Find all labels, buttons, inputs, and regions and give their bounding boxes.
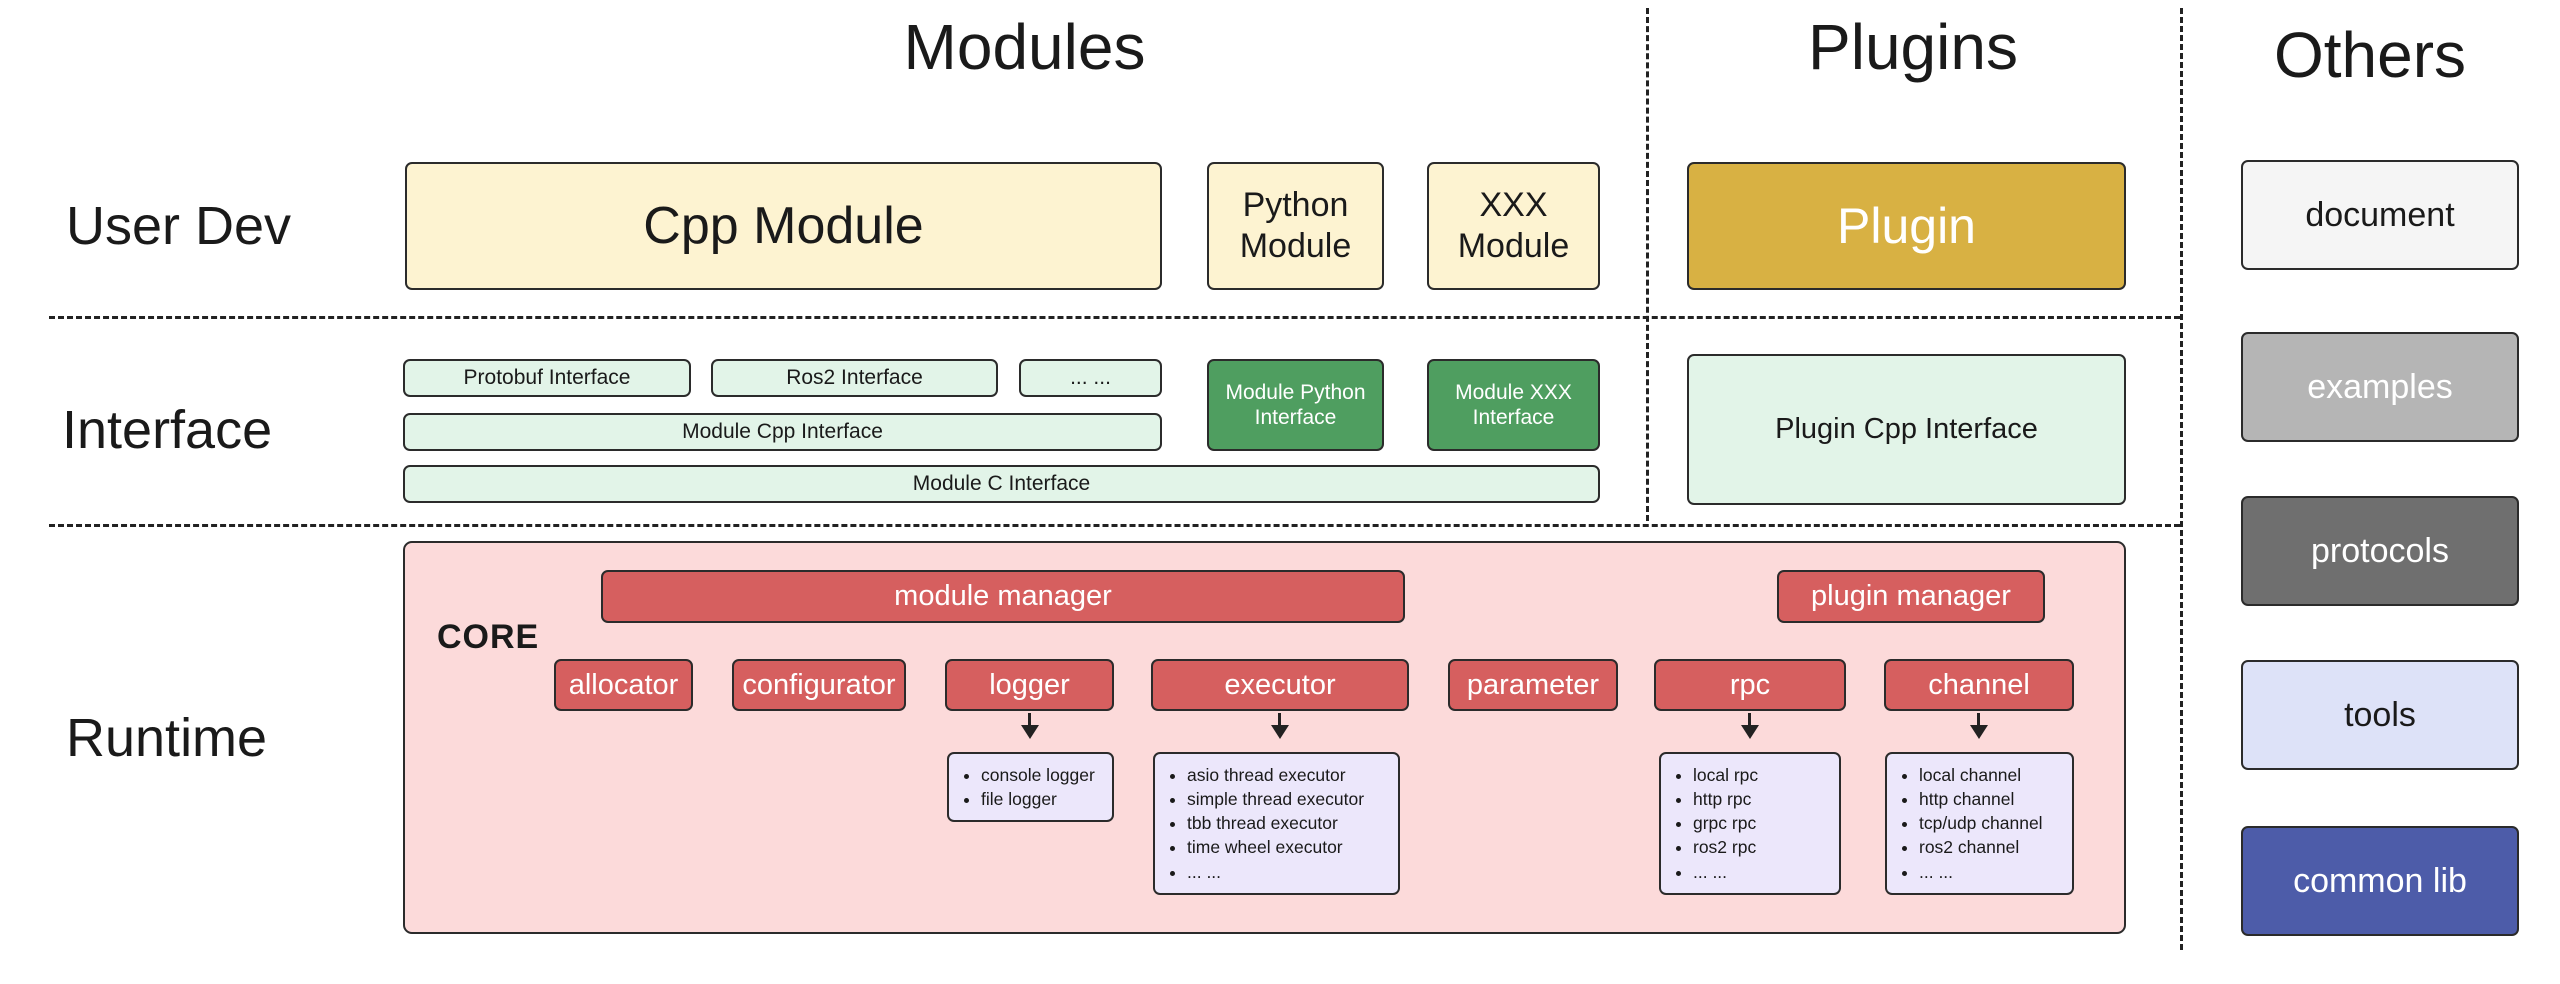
tools-box: tools (2241, 660, 2519, 770)
executor-impl-items: asio thread executorsimple thread execut… (1187, 763, 1390, 884)
list-item: console logger (981, 763, 1104, 787)
list-item: ros2 rpc (1693, 835, 1831, 859)
allocator-box: allocator (554, 659, 693, 711)
module-manager-box: module manager (601, 570, 1405, 623)
list-item: file logger (981, 787, 1104, 811)
executor-impl-list: asio thread executorsimple thread execut… (1153, 752, 1400, 895)
logger-impl-list: console loggerfile logger (947, 752, 1114, 822)
list-item: tbb thread executor (1187, 811, 1390, 835)
plugin-manager-box: plugin manager (1777, 570, 2045, 623)
cpp-module-box: Cpp Module (405, 162, 1162, 290)
protocols-box: protocols (2241, 496, 2519, 606)
divider-plugins-others (2180, 8, 2183, 950)
others-header: Others (2273, 19, 2467, 91)
xxx-module-box: XXX Module (1427, 162, 1600, 290)
document-box: document (2241, 160, 2519, 270)
list-item: local rpc (1693, 763, 1831, 787)
list-item: simple thread executor (1187, 787, 1390, 811)
list-item: grpc rpc (1693, 811, 1831, 835)
list-item: time wheel executor (1187, 835, 1390, 859)
executor-box: executor (1151, 659, 1409, 711)
protobuf-interface-box: Protobuf Interface (403, 359, 691, 397)
examples-box: examples (2241, 332, 2519, 442)
plugin-cpp-interface-box: Plugin Cpp Interface (1687, 354, 2126, 505)
list-item: http channel (1919, 787, 2064, 811)
module-c-interface-box: Module C Interface (403, 465, 1600, 503)
ros2-interface-box: Ros2 Interface (711, 359, 998, 397)
row-label-runtime: Runtime (66, 707, 268, 768)
python-module-box: Python Module (1207, 162, 1384, 290)
divider-interface-runtime (49, 524, 2180, 527)
module-python-interface-box: Module Python Interface (1207, 359, 1384, 451)
list-item: ... ... (1693, 860, 1831, 884)
logger-box: logger (945, 659, 1114, 711)
rpc-impl-items: local rpchttp rpcgrpc rpcros2 rpc... ... (1693, 763, 1831, 884)
divider-userdev-interface (49, 316, 2180, 319)
list-item: ros2 channel (1919, 835, 2064, 859)
plugin-box: Plugin (1687, 162, 2126, 290)
rpc-impl-list: local rpchttp rpcgrpc rpcros2 rpc... ... (1659, 752, 1841, 895)
parameter-box: parameter (1448, 659, 1618, 711)
list-item: asio thread executor (1187, 763, 1390, 787)
list-item: ... ... (1187, 860, 1390, 884)
logger-impl-items: console loggerfile logger (981, 763, 1104, 811)
down-arrow-icon (1977, 713, 1980, 735)
row-label-interface: Interface (62, 399, 273, 460)
module-cpp-interface-box: Module Cpp Interface (403, 413, 1162, 451)
list-item: ... ... (1919, 860, 2064, 884)
plugins-header: Plugins (1808, 11, 2018, 83)
down-arrow-icon (1028, 713, 1031, 735)
list-item: tcp/udp channel (1919, 811, 2064, 835)
divider-modules-plugins (1646, 8, 1649, 521)
list-item: local channel (1919, 763, 2064, 787)
ellipsis-interface-box: ... ... (1019, 359, 1162, 397)
list-item: http rpc (1693, 787, 1831, 811)
down-arrow-icon (1278, 713, 1281, 735)
core-label: CORE (437, 618, 540, 656)
module-xxx-interface-box: Module XXX Interface (1427, 359, 1600, 451)
channel-box: channel (1884, 659, 2074, 711)
channel-impl-list: local channelhttp channeltcp/udp channel… (1885, 752, 2074, 895)
row-label-user-dev: User Dev (66, 196, 292, 256)
channel-impl-items: local channelhttp channeltcp/udp channel… (1919, 763, 2064, 884)
down-arrow-icon (1748, 713, 1751, 735)
modules-header: Modules (903, 11, 1146, 83)
configurator-box: configurator (732, 659, 906, 711)
rpc-box: rpc (1654, 659, 1846, 711)
common-lib-box: common lib (2241, 826, 2519, 936)
